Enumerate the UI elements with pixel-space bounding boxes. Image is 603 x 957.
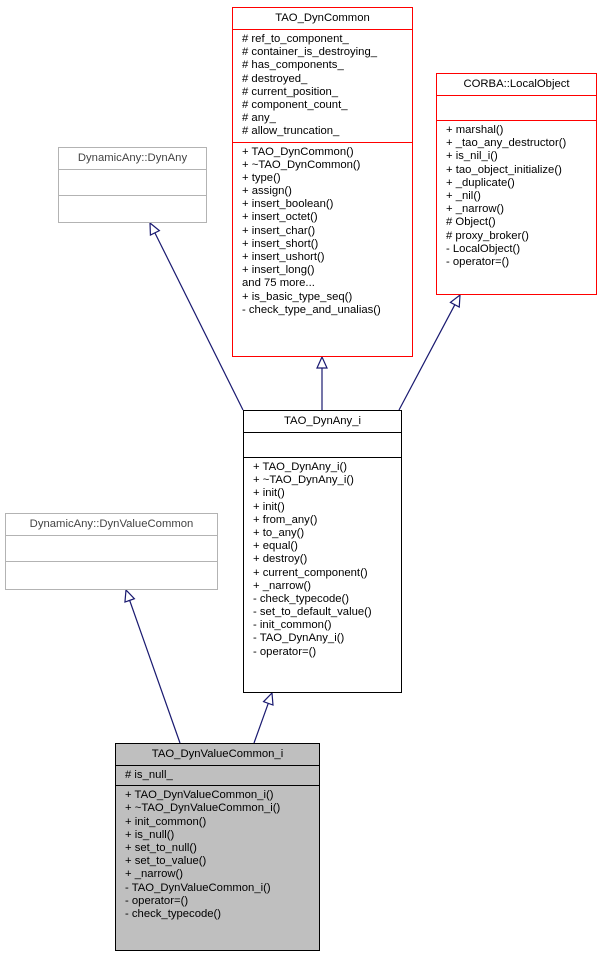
method-row: + init() (253, 500, 285, 513)
method-row: + TAO_DynCommon() (242, 145, 354, 158)
method-row: + ~TAO_DynValueCommon_i() (125, 802, 281, 815)
method-row: + _narrow() (125, 868, 184, 881)
method-row: + is_null() (125, 828, 175, 841)
attributes-section (59, 170, 206, 196)
edge-dynany-i-to-localobject (398, 293, 461, 411)
attribute-row: # has_components_ (242, 59, 344, 72)
method-row: + TAO_DynAny_i() (253, 461, 348, 473)
methods-section: + TAO_DynValueCommon_i()+ ~TAO_DynValueC… (116, 786, 319, 924)
attributes-section (437, 96, 596, 121)
method-row: - TAO_DynValueCommon_i() (125, 881, 271, 894)
class-box-tao-dynany-i[interactable]: TAO_DynAny_i + TAO_DynAny_i()+ ~TAO_DynAn… (243, 410, 402, 693)
methods-section (6, 562, 217, 568)
method-row: + _narrow() (253, 579, 312, 592)
method-row: + _nil() (446, 189, 481, 202)
method-row: + set_to_null() (125, 841, 197, 854)
method-row: # Object() (446, 216, 496, 229)
method-row: + type() (242, 171, 281, 184)
attribute-row: # allow_truncation_ (242, 125, 340, 138)
class-name: TAO_DynCommon (233, 8, 412, 30)
attribute-row: # destroyed_ (242, 72, 308, 85)
method-row: - TAO_DynAny_i() (253, 632, 345, 645)
edge-dynany-i-to-dyncommon (316, 355, 328, 410)
attributes-section (6, 536, 217, 562)
attribute-row: # any_ (242, 112, 276, 125)
class-name: DynamicAny::DynAny (59, 148, 206, 170)
class-box-dynamicany-dynany[interactable]: DynamicAny::DynAny (58, 147, 207, 223)
attribute-row: # container_is_destroying_ (242, 46, 378, 59)
class-name: TAO_DynAny_i (244, 411, 401, 433)
method-row: + set_to_value() (125, 855, 207, 868)
method-row: - operator=() (253, 645, 317, 658)
class-box-dynamicany-dynvaluecommon[interactable]: DynamicAny::DynValueCommon (5, 513, 218, 590)
method-row: and 75 more... (242, 277, 315, 290)
method-row: + _tao_any_destructor() (446, 137, 567, 150)
method-row: + equal() (253, 540, 298, 553)
method-row: + is_basic_type_seq() (242, 290, 353, 303)
method-row: + insert_ushort() (242, 251, 325, 263)
method-row: - set_to_default_value() (253, 606, 372, 619)
method-row: - check_typecode() (253, 592, 350, 605)
attribute-row: # component_count_ (242, 98, 348, 111)
attribute-row: # is_null_ (125, 769, 173, 781)
method-row: - check_type_and_unalias() (242, 303, 381, 316)
attribute-row: # ref_to_component_ (242, 33, 349, 45)
class-box-tao-dynvaluecommon-i[interactable]: TAO_DynValueCommon_i # is_null_ + TAO_DynV… (115, 743, 320, 951)
method-row: + insert_short() (242, 237, 319, 250)
methods-section (59, 196, 206, 202)
method-row: - operator=() (446, 255, 510, 268)
attributes-section: # ref_to_component_# container_is_destro… (233, 30, 412, 143)
method-row: + ~TAO_DynAny_i() (253, 474, 354, 487)
method-row: + _narrow() (446, 203, 505, 216)
method-row: - init_common() (253, 619, 332, 632)
class-box-corba-localobject[interactable]: CORBA::LocalObject+ marshal()+ _tao_any_… (436, 73, 597, 295)
method-row: + insert_char() (242, 224, 316, 237)
methods-section: + marshal()+ _tao_any_destructor()+ is_n… (437, 121, 596, 272)
method-row: + init_common() (125, 815, 207, 828)
method-row: - check_typecode() (125, 907, 222, 920)
class-box-tao-dyncommon[interactable]: TAO_DynCommon# ref_to_component_# contai… (232, 7, 413, 357)
class-name: TAO_DynValueCommon_i (116, 744, 319, 766)
method-row: + is_nil_i() (446, 150, 498, 163)
attributes-section (244, 433, 401, 458)
method-row: + insert_long() (242, 264, 315, 277)
method-row: + init() (253, 487, 285, 500)
method-row: + TAO_DynValueCommon_i() (125, 789, 274, 802)
method-row: + destroy() (253, 553, 308, 566)
method-row: + insert_octet() (242, 211, 318, 224)
method-row: + insert_boolean() (242, 198, 334, 211)
method-row: + tao_object_initialize() (446, 163, 562, 176)
attributes-section: # is_null_ (116, 766, 319, 787)
method-row: + marshal() (446, 124, 504, 136)
method-row: + _duplicate() (446, 176, 515, 189)
method-row: + to_any() (253, 526, 305, 539)
method-row: # proxy_broker() (446, 229, 529, 242)
method-row: + current_component() (253, 566, 368, 579)
methods-section: + TAO_DynCommon()+ ~TAO_DynCommon()+ typ… (233, 143, 412, 320)
method-row: - LocalObject() (446, 242, 521, 255)
method-row: + ~TAO_DynCommon() (242, 158, 361, 171)
attribute-row: # current_position_ (242, 85, 339, 98)
edge-dynvaluecommon-i-to-dynvaluecommon (124, 588, 181, 744)
method-row: + assign() (242, 185, 292, 198)
edge-dynvaluecommon-i-to-dynany-i (253, 691, 274, 744)
method-row: - operator=() (125, 894, 189, 907)
methods-section: + TAO_DynAny_i()+ ~TAO_DynAny_i()+ init(… (244, 458, 401, 662)
edge-dynany-i-to-dynany (149, 221, 244, 411)
class-name: CORBA::LocalObject (437, 74, 596, 96)
class-name: DynamicAny::DynValueCommon (6, 514, 217, 536)
method-row: + from_any() (253, 513, 318, 526)
